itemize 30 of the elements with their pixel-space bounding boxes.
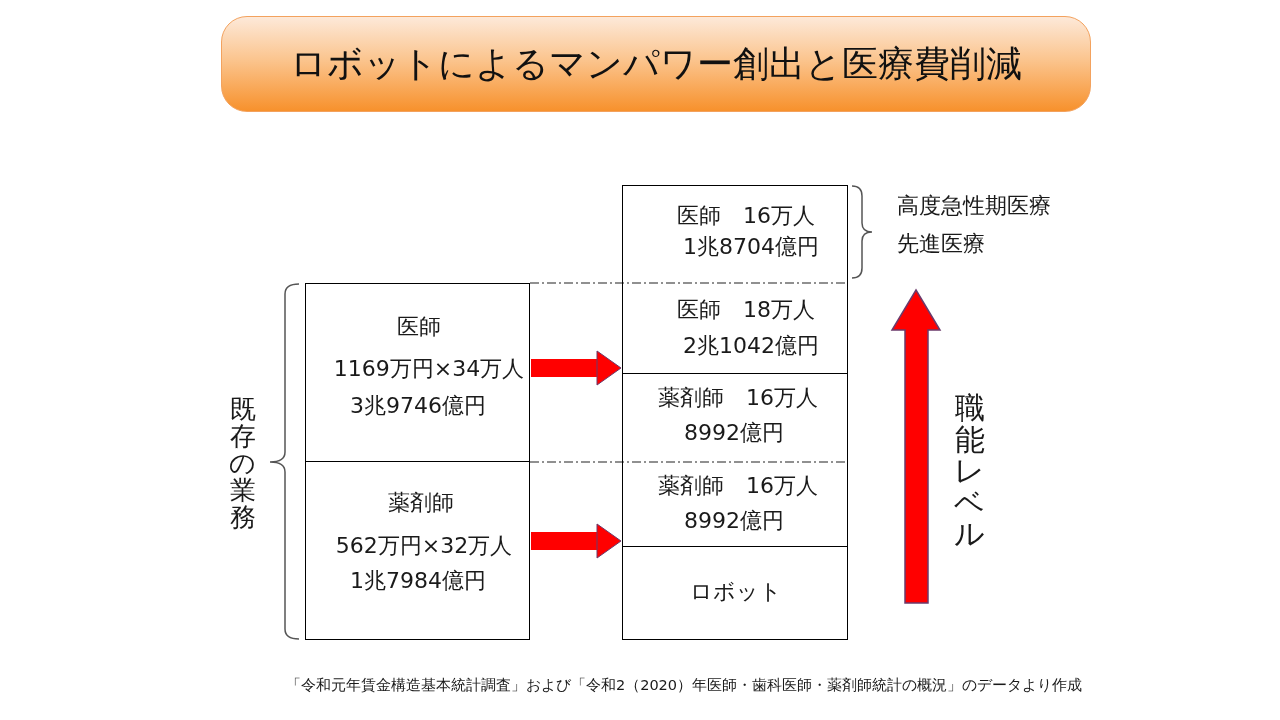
work-box bbox=[305, 283, 530, 462]
role-box bbox=[622, 462, 848, 547]
arrow-label: 職能レベル bbox=[954, 392, 986, 550]
block-arrow bbox=[531, 523, 622, 559]
source-note: 「令和元年賃金構造基本統計調査」および「令和2（2020）年医師・歯科医師・薬剤師統計の概況」のデータより作成 bbox=[285, 677, 1083, 695]
job-title: 薬剤師 bbox=[388, 489, 454, 517]
role-box bbox=[622, 185, 848, 283]
cost-total: 8992億円 bbox=[684, 419, 784, 447]
cost-total: 1兆8704億円 bbox=[683, 233, 819, 261]
role-box bbox=[622, 283, 848, 374]
staff-count: 薬剤師 16万人 bbox=[658, 384, 818, 412]
brace-label: 高度急性期医療 bbox=[897, 192, 1051, 220]
cost-formula: 562万円×32万人 bbox=[335, 532, 513, 560]
cost-total: 3兆9746億円 bbox=[350, 392, 486, 420]
brace-label: 先進医療 bbox=[897, 230, 985, 258]
work-box bbox=[305, 462, 530, 640]
staff-count: 医師 16万人 bbox=[677, 202, 815, 230]
cost-total: 8992億円 bbox=[684, 507, 784, 535]
cost-total: 1兆7984億円 bbox=[350, 567, 486, 595]
title-banner: ロボットによるマンパワー創出と医療費削減 bbox=[221, 16, 1091, 112]
staff-count: 医師 18万人 bbox=[677, 296, 815, 324]
brace-label: 既存の業務 bbox=[229, 396, 257, 532]
role-box bbox=[622, 374, 848, 462]
cost-total: 2兆1042億円 bbox=[683, 332, 819, 360]
robot-label: ロボット bbox=[690, 578, 782, 606]
job-title: 医師 bbox=[397, 313, 441, 341]
cost-formula: 1169万円×34万人 bbox=[333, 355, 525, 383]
staff-count: 薬剤師 16万人 bbox=[658, 472, 818, 500]
block-arrow bbox=[531, 350, 622, 386]
robot-box bbox=[622, 547, 848, 640]
